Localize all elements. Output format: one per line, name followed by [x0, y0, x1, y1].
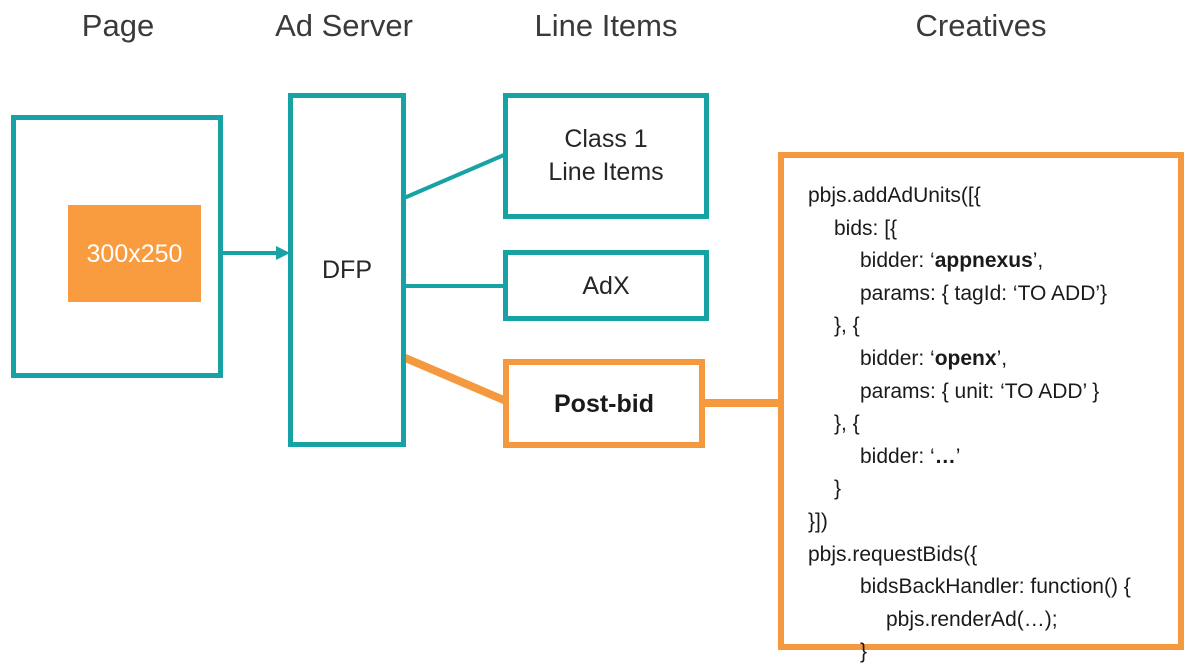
code-line: }	[834, 477, 842, 501]
post-bid-box[interactable]: Post-bid	[503, 359, 705, 448]
prebid-code-snippet: pbjs.addAdUnits([{ bids: [{ bidder: ‘appne…	[808, 180, 1131, 664]
code-line: pbjs.addAdUnits([{	[808, 184, 981, 207]
code-line: pbjs.renderAd(…);	[886, 607, 1058, 631]
adx-label: AdX	[582, 271, 630, 300]
connector-dfp-to-postbid	[401, 353, 508, 405]
class1-label: Class 1 Line Items	[548, 123, 663, 189]
code-line: }	[860, 640, 868, 664]
code-line: params: { tagId: ‘TO ADD’}	[860, 281, 1108, 305]
code-line: bidsBackHandler: function() {	[860, 575, 1131, 599]
dfp-label: DFP	[322, 256, 372, 284]
code-bidder-name: appnexus	[934, 249, 1033, 273]
column-header-ad-server: Ad Server	[275, 8, 413, 43]
class1-label-line1: Class 1	[564, 125, 648, 153]
code-line: bidder: ‘appnexus’,	[860, 249, 1044, 273]
code-line: bidder: ‘…’	[860, 444, 961, 468]
connector-dfp-to-class1	[403, 153, 505, 200]
dfp-box[interactable]: DFP	[288, 93, 406, 447]
code-line: params: { unit: ‘TO ADD’ }	[860, 379, 1100, 403]
creatives-code-box[interactable]: pbjs.addAdUnits([{ bids: [{ bidder: ‘appne…	[778, 152, 1184, 663]
code-line: bids: [{	[834, 216, 898, 240]
code-line: }, {	[834, 314, 860, 338]
code-line: }, {	[834, 412, 860, 436]
ad-slot-300x250[interactable]: 300x250	[68, 205, 201, 302]
column-header-page: Page	[81, 8, 155, 43]
column-header-creatives: Creatives	[915, 8, 1047, 43]
adx-box[interactable]: AdX	[503, 250, 709, 321]
code-bidder-name: openx	[934, 346, 997, 370]
class1-line-items-box[interactable]: Class 1 Line Items	[503, 93, 709, 219]
post-bid-label: Post-bid	[554, 389, 654, 418]
ad-slot-label: 300x250	[86, 239, 183, 268]
code-line: bidder: ‘openx’,	[860, 346, 1008, 370]
code-line: }])	[808, 509, 828, 533]
class1-label-line2: Line Items	[548, 158, 664, 186]
column-header-line-items: Line Items	[534, 8, 678, 43]
code-line: pbjs.requestBids({	[808, 542, 978, 566]
code-bidder-name: …	[934, 444, 956, 468]
